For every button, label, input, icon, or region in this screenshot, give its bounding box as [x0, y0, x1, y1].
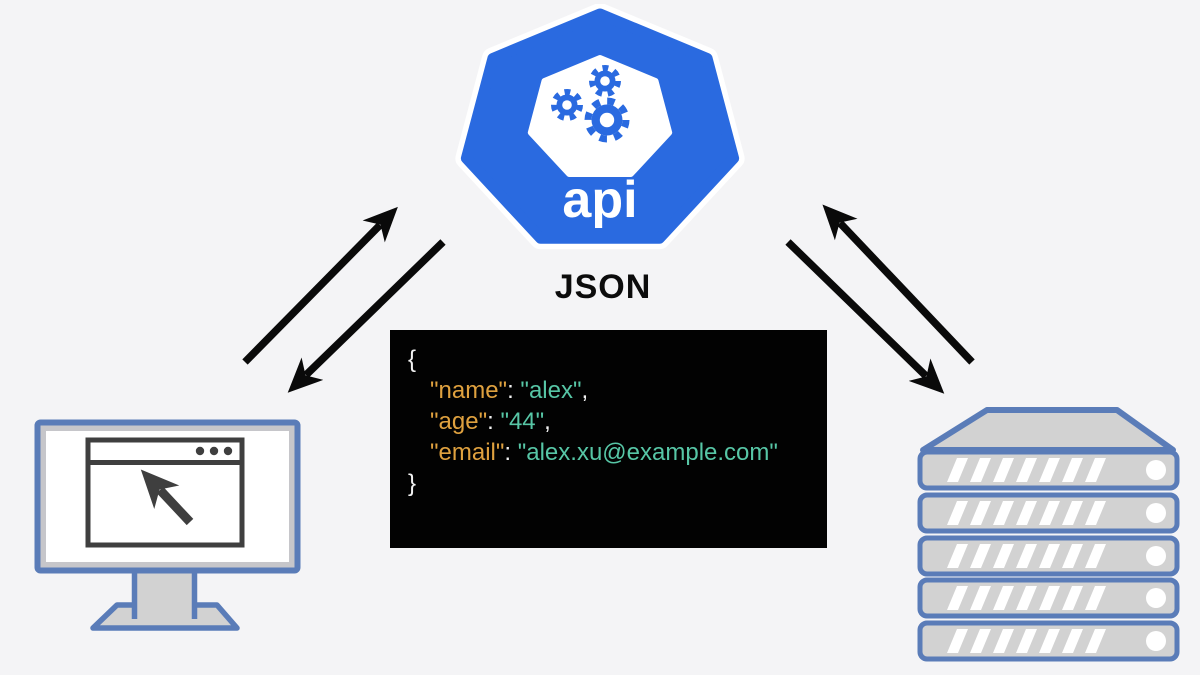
gear-small-left-icon [551, 89, 583, 121]
api-node: api [455, 4, 745, 250]
gear-large-icon [584, 97, 630, 143]
server-top [920, 407, 1176, 453]
client-computer [34, 419, 301, 631]
code-close-brace: } [408, 470, 417, 497]
json-code-block: { "name": "alex", "age": "44", "email": … [390, 330, 827, 548]
cursor-arrow-icon [140, 469, 194, 526]
arrow-server-to-api [822, 204, 975, 365]
code-line-age: "age": "44", [430, 408, 551, 435]
gear-small-top-icon [589, 65, 621, 97]
browser-dots-icon [195, 446, 233, 456]
code-line-email: "email": "alex.xu@example.com" [430, 439, 778, 466]
arrow-client-to-api [242, 206, 398, 365]
server-rack [910, 407, 1195, 670]
monitor-neck [131, 570, 198, 625]
gears-icon [551, 65, 630, 143]
api-node-label: api [562, 171, 637, 229]
browser-window-icon [85, 437, 245, 548]
api-heptagon [455, 4, 745, 250]
json-flow-label: JSON [554, 268, 652, 306]
code-line-name: "name": "alex", [430, 377, 589, 404]
code-open-brace: { [408, 346, 417, 373]
